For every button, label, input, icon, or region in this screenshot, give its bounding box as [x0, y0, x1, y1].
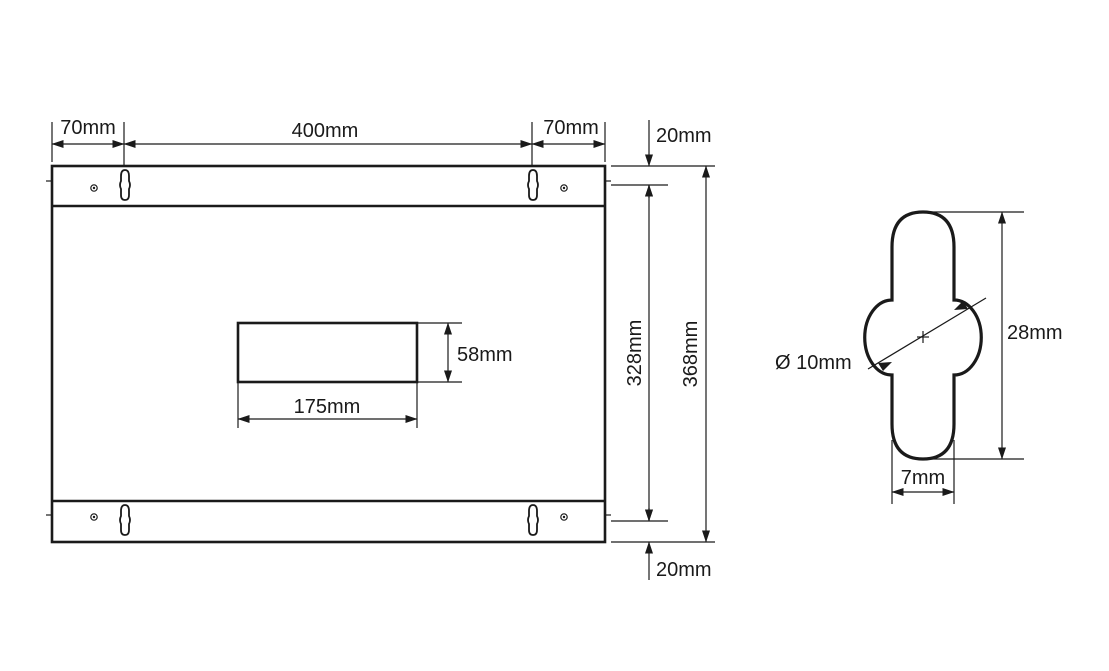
dim-keyhole-diameter: Ø 10mm: [775, 352, 852, 374]
panel-dimensions: 70mm 400mm 70mm 20mm 328mm 20mm 368mm 58…: [51, 117, 715, 581]
dim-total-height: 368mm: [680, 321, 702, 388]
dim-cutout-width: 175mm: [294, 396, 361, 418]
panel-front-view: [46, 164, 611, 544]
panel-outline: [50, 164, 607, 544]
dim-inner-height: 328mm: [624, 320, 646, 387]
keyhole-slot-bottom-right: [527, 504, 539, 536]
diameter-leader: [867, 297, 987, 370]
keyhole-slot-bottom-left: [119, 504, 131, 536]
keyhole-outline: [863, 210, 983, 461]
dim-keyhole-length: 28mm: [1007, 322, 1063, 344]
dim-top-offset: 20mm: [656, 125, 712, 147]
dim-bottom-offset: 20mm: [656, 559, 712, 581]
screw-hole: [560, 184, 568, 192]
keyhole-slot-top-left: [119, 169, 131, 201]
cable-cutout: [236, 321, 419, 384]
dim-right-margin: 70mm: [543, 117, 599, 139]
dim-keyhole-width: 7mm: [901, 467, 945, 489]
dim-cutout-height: 58mm: [457, 344, 513, 366]
screw-hole: [90, 184, 98, 192]
screw-hole: [560, 513, 568, 521]
keyhole-slot-top-right: [527, 169, 539, 201]
screw-hole: [90, 513, 98, 521]
keyhole-detail: Ø 10mm 28mm 7mm: [775, 210, 1063, 504]
dim-center-width: 400mm: [292, 120, 359, 142]
dim-left-margin: 70mm: [60, 117, 116, 139]
